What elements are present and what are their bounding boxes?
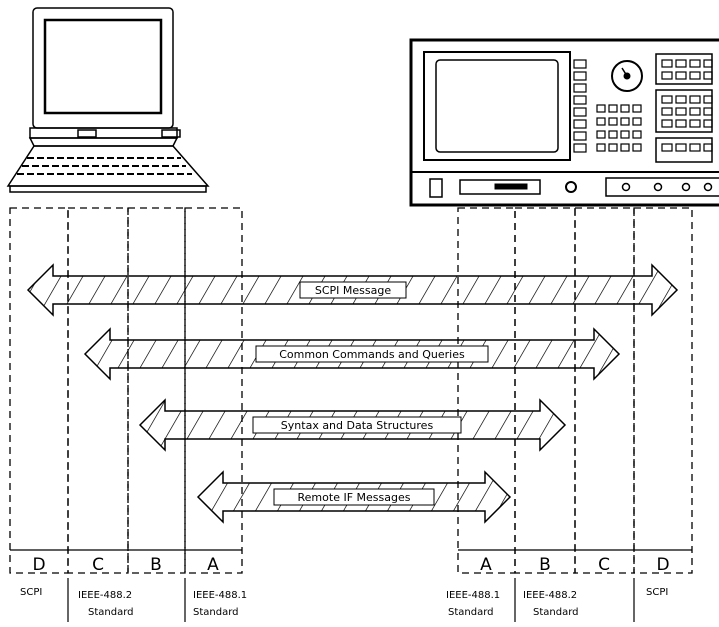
standard-label-right-4882-line1: IEEE-488.2: [523, 590, 577, 601]
laptop-computer-icon: [6, 7, 210, 193]
layer-box-left-a: [184, 207, 243, 574]
arrow-label-common-commands: Common Commands and Queries: [279, 348, 465, 361]
arrow-label-remote-if: Remote IF Messages: [298, 491, 411, 504]
arrow-label-bg-scpi: [299, 281, 407, 299]
layer-box-left-b: [127, 207, 186, 574]
standard-label-left-4882-line2: Standard: [88, 607, 134, 618]
standard-label-left-4881-line1: IEEE-488.1: [193, 590, 247, 601]
arrow-label-scpi-message: SCPI Message: [315, 284, 391, 297]
arrow-label-bg-syntax: [252, 416, 462, 434]
layer-letter-right-c: C: [598, 555, 610, 575]
layer-box-right-c: [574, 207, 635, 574]
layer-letter-right-d: D: [656, 555, 669, 575]
standard-label-left-4881-line2: Standard: [193, 607, 239, 618]
arrow-label-bg-remote: [273, 488, 435, 506]
layer-letter-right-a: A: [480, 555, 492, 575]
layer-box-right-d: [633, 207, 693, 574]
standard-label-right-scpi: SCPI: [646, 587, 668, 598]
standard-label-left-scpi: SCPI: [20, 587, 42, 598]
arrow-label-syntax: Syntax and Data Structures: [281, 419, 434, 432]
layer-letter-left-d: D: [32, 555, 45, 575]
layer-letter-left-a: A: [207, 555, 219, 575]
layer-letter-left-b: B: [150, 555, 162, 575]
instrument-front-panel-icon: [409, 38, 719, 207]
layer-box-left-d: [9, 207, 69, 574]
arrow-label-bg-common: [255, 345, 489, 363]
layer-letter-right-b: B: [539, 555, 551, 575]
layer-box-right-b: [514, 207, 576, 574]
standard-label-right-4881-line1: IEEE-488.1: [446, 590, 500, 601]
layer-letter-left-c: C: [92, 555, 104, 575]
layer-box-right-a: [457, 207, 516, 574]
standard-label-left-4882-line1: IEEE-488.2: [78, 590, 132, 601]
layer-box-left-c: [67, 207, 129, 574]
standard-label-right-4881-line2: Standard: [448, 607, 494, 618]
standard-label-right-4882-line2: Standard: [533, 607, 579, 618]
